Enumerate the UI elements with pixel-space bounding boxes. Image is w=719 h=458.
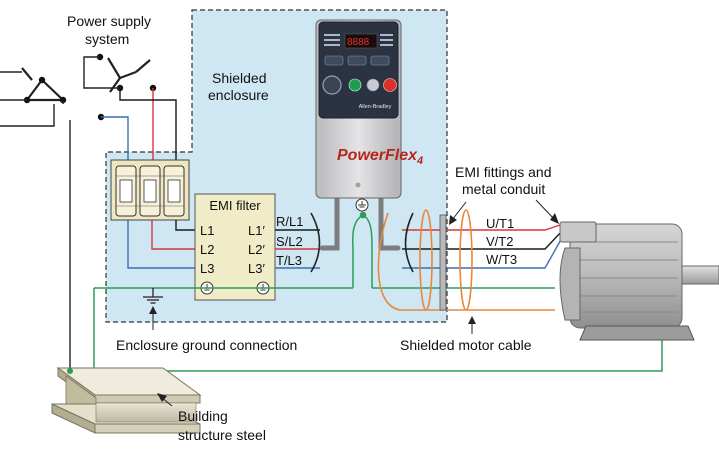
- filter-output-l1: L1′: [248, 223, 265, 238]
- supply-wiring: [0, 56, 177, 370]
- emi-conduit-fitting: [439, 214, 447, 311]
- enclosure-ground-arrow: [149, 306, 157, 314]
- supply-nodes: [23, 53, 157, 121]
- drive-stop-button: [383, 78, 397, 92]
- filter-input-l3: L3: [200, 261, 214, 276]
- filter-output-l3: L3′: [248, 261, 265, 276]
- drive-speed-knob: [322, 75, 342, 95]
- power-supply-transformer-left: [21, 67, 66, 102]
- drive-input-r: R/L1: [276, 214, 303, 229]
- enclosure-ground-label: Enclosure ground connection: [116, 337, 297, 353]
- drive-input-s: S/L2: [276, 234, 303, 249]
- building-label-line2: structure steel: [178, 427, 266, 443]
- emi-fittings-leader-right: [535, 199, 556, 221]
- motor-terminal-v: V/T2: [486, 234, 513, 249]
- fuse-disconnect-block: [110, 159, 190, 221]
- drive-input-t: T/L3: [276, 253, 302, 268]
- shielded-cable-label: Shielded motor cable: [400, 337, 532, 353]
- emi-filter: EMI filter L1 L2 L3 L1′ L2′ L3′: [194, 193, 276, 301]
- earth-terminal-icon: [355, 198, 369, 212]
- filter-output-l2: L2′: [248, 242, 265, 257]
- drive-ground-node: [352, 211, 373, 288]
- drive-display: [344, 33, 378, 49]
- motor-wiring: [402, 223, 564, 269]
- emi-fittings-label-line1: EMI fittings and: [455, 164, 552, 180]
- drive-leads: [319, 195, 401, 251]
- electric-motor: [559, 221, 719, 341]
- filter-input-wiring: [127, 220, 196, 269]
- steel-supply-node: [67, 368, 73, 374]
- filter-input-l2: L2: [200, 242, 214, 257]
- cable-shield: [377, 209, 555, 311]
- ground-symbol-icon: [143, 288, 163, 304]
- powerflex-drive: 8888 Allen-Bradley PowerFlex4: [315, 19, 423, 199]
- drive-reverse-button: [366, 78, 380, 92]
- drive-brand: PowerFlex4: [337, 147, 423, 167]
- svg-text:8888: 8888: [347, 37, 370, 48]
- emi-filter-title: EMI filter: [209, 198, 261, 213]
- drive-manufacturer: Allen-Bradley: [359, 104, 392, 110]
- emi-fittings-leader-left: [451, 201, 467, 221]
- motor-terminal-u: U/T1: [486, 216, 514, 231]
- drive-input-bracket: [310, 212, 321, 273]
- drive-start-button: [348, 78, 362, 92]
- filter-input-l1: L1: [200, 223, 214, 238]
- building-label-line1: Building: [178, 408, 228, 424]
- drive-output-bracket: [404, 212, 414, 273]
- shielded-enclosure-label-line2: enclosure: [208, 87, 269, 103]
- shielded-enclosure-label-line1: Shielded: [212, 70, 267, 86]
- motor-terminal-w: W/T3: [486, 252, 517, 267]
- power-supply-label-line2: system: [85, 31, 129, 47]
- emi-fittings-label-line2: metal conduit: [462, 181, 545, 197]
- motor-shaft: [681, 265, 719, 285]
- power-supply-label-line1: Power supply: [67, 13, 151, 29]
- power-supply-transformer-right: [107, 57, 151, 93]
- building-steel-beam: [51, 367, 202, 434]
